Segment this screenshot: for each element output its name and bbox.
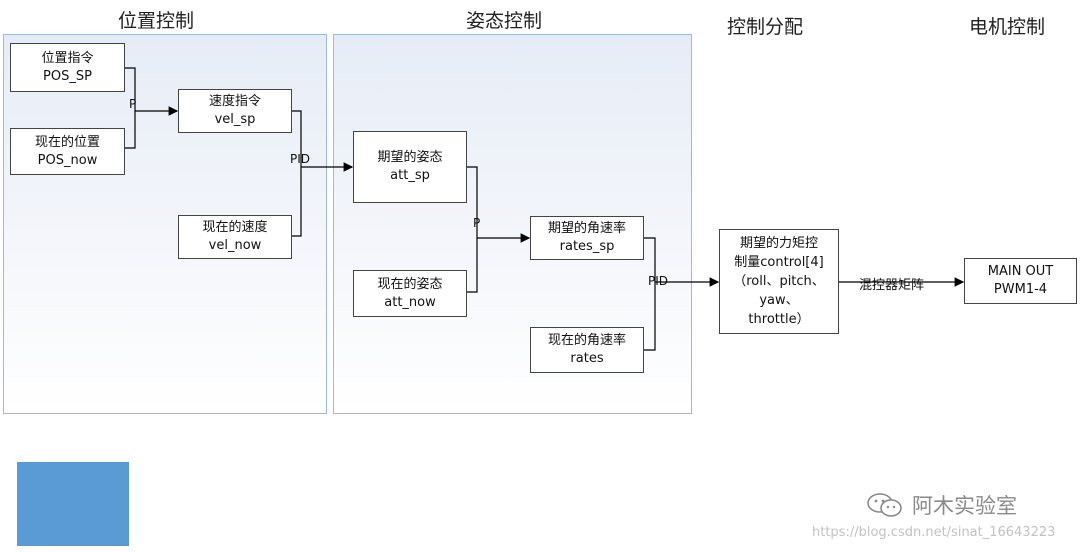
current-attitude-var: att_now bbox=[384, 294, 436, 310]
main-out-pwm: PWM1-4 bbox=[993, 282, 1048, 297]
control-torque-line4: yaw、 bbox=[759, 293, 799, 308]
control-allocation-title: 控制分配 bbox=[727, 16, 804, 38]
pos-merge-line bbox=[124, 67, 136, 149]
current-attitude-label: 现在的姿态 bbox=[377, 276, 443, 292]
control-torque-line3: （roll、pitch、 bbox=[733, 274, 825, 289]
mixer-matrix-label: 混控器矩阵 bbox=[859, 278, 925, 293]
position-control-title: 位置控制 bbox=[118, 10, 195, 32]
control-torque-box: 期望的力矩控 制量control[4] （roll、pitch、 yaw、 th… bbox=[719, 229, 839, 334]
current-rates-box: 现在的角速率 rates bbox=[530, 327, 644, 373]
current-velocity-label: 现在的速度 bbox=[202, 220, 268, 235]
pid-label-rate: PID bbox=[648, 274, 669, 288]
motor-control-title: 电机控制 bbox=[969, 16, 1046, 38]
control-torque-line1: 期望的力矩控 bbox=[739, 236, 818, 251]
velocity-setpoint-var: vel_sp bbox=[214, 112, 256, 127]
vel-merge-line bbox=[291, 110, 302, 237]
watermark-brand: 阿木实验室 bbox=[912, 494, 1017, 518]
current-attitude-box: 现在的姿态 att_now bbox=[353, 270, 467, 317]
attitude-setpoint-var: att_sp bbox=[390, 168, 430, 183]
velocity-setpoint-label: 速度指令 bbox=[208, 94, 261, 109]
current-rates-label: 现在的角速率 bbox=[547, 333, 626, 348]
rates-setpoint-box: 期望的角速率 rates_sp bbox=[530, 216, 644, 260]
att-merge-line bbox=[466, 166, 478, 293]
current-rates-var: rates bbox=[570, 351, 604, 366]
main-out-box: MAIN OUT PWM1-4 bbox=[964, 258, 1077, 304]
control-torque-line5: throttle） bbox=[748, 312, 810, 327]
attitude-setpoint-box: 期望的姿态 att_sp bbox=[353, 131, 467, 203]
p-label-attitude: P bbox=[473, 216, 481, 230]
current-position-label: 现在的位置 bbox=[34, 134, 100, 150]
blue-square-shape bbox=[17, 462, 129, 546]
p-label-position: P bbox=[129, 97, 137, 111]
current-position-var: POS_now bbox=[37, 152, 98, 168]
control-torque-line2: 制量control[4] bbox=[734, 255, 824, 270]
pid-label-velocity: PID bbox=[290, 152, 311, 166]
current-position-box: 现在的位置 POS_now bbox=[10, 128, 125, 175]
velocity-setpoint-box: 速度指令 vel_sp bbox=[178, 89, 292, 133]
watermark-url: https://blog.csdn.net/sinat_16643223 bbox=[812, 525, 1056, 540]
attitude-setpoint-label: 期望的姿态 bbox=[377, 150, 443, 165]
wechat-icon bbox=[867, 493, 902, 517]
rates-setpoint-var: rates_sp bbox=[559, 239, 615, 254]
main-out-label: MAIN OUT bbox=[987, 264, 1054, 279]
position-setpoint-var: POS_SP bbox=[43, 68, 92, 84]
current-velocity-box: 现在的速度 vel_now bbox=[178, 215, 292, 259]
attitude-control-title: 姿态控制 bbox=[466, 10, 543, 32]
current-velocity-var: vel_now bbox=[208, 238, 262, 253]
position-setpoint-label: 位置指令 bbox=[41, 50, 94, 66]
rates-setpoint-label: 期望的角速率 bbox=[547, 221, 626, 236]
position-setpoint-box: 位置指令 POS_SP bbox=[10, 43, 125, 92]
rate-merge-line bbox=[643, 237, 656, 351]
